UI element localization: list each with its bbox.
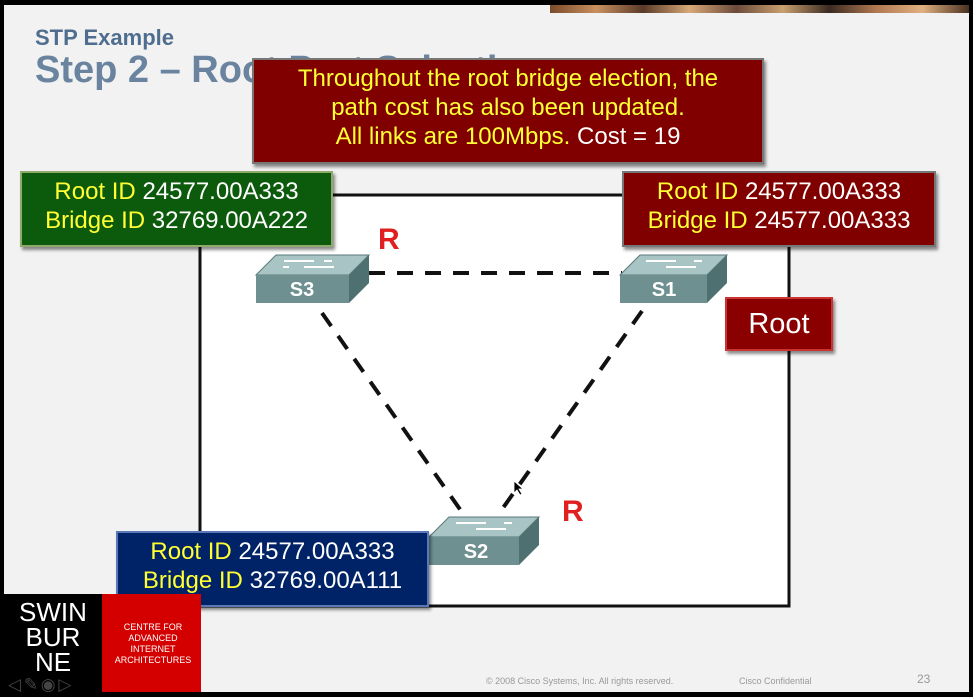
- switch-s2: S2: [427, 516, 541, 565]
- switch-s2-label: S2: [464, 541, 488, 563]
- root-port-marker-s3: R: [378, 223, 400, 256]
- switch-s1-label: S1: [652, 279, 676, 301]
- note-cost: Cost = 19: [577, 123, 681, 150]
- logo-caption: CENTRE FOR ADVANCED INTERNET ARCHITECTUR…: [114, 622, 192, 665]
- root-id-value: 24577.00A333: [238, 538, 395, 565]
- bridge-info-s2: Root ID 24577.00A333 Bridge ID 32769.00A…: [116, 531, 429, 607]
- root-id-value: 24577.00A333: [142, 178, 299, 205]
- bridge-info-s1: Root ID 24577.00A333 Bridge ID 24577.00A…: [622, 171, 936, 247]
- next-slide-icon[interactable]: ▷: [58, 675, 71, 692]
- slide-menu-icon[interactable]: ◉: [40, 675, 56, 692]
- link-s1-s2: [496, 309, 644, 517]
- root-id-label: Root ID: [656, 178, 739, 205]
- bridge-id-label: Bridge ID: [45, 207, 146, 234]
- mouse-cursor-icon: [513, 480, 525, 496]
- root-bridge-tag: Root: [725, 297, 833, 351]
- network-diagram: S3 S1 S2: [198, 193, 791, 608]
- switch-s3: S3: [254, 254, 371, 303]
- path-cost-note: Throughout the root bridge election, the…: [252, 58, 764, 164]
- root-port-marker-s2: R: [562, 495, 584, 528]
- bridge-id-label: Bridge ID: [647, 207, 748, 234]
- switch-s3-label: S3: [290, 279, 314, 301]
- footer-copyright: © 2008 Cisco Systems, Inc. All rights re…: [486, 676, 674, 686]
- header-photo-strip: [550, 5, 969, 13]
- switch-s1: S1: [618, 254, 729, 303]
- bridge-info-s3: Root ID 24577.00A333 Bridge ID 32769.00A…: [20, 171, 333, 247]
- bridge-id-label: Bridge ID: [142, 567, 243, 594]
- note-line-2: path cost has also been updated.: [331, 94, 685, 121]
- slide: STP Example Step 2 – Root Port Selection…: [4, 5, 969, 692]
- bridge-id-value: 32769.00A222: [151, 207, 308, 234]
- pen-icon[interactable]: ✎: [23, 675, 38, 692]
- swinburne-logo: SWIN BUR NE CENTRE FOR ADVANCED INTERNET…: [4, 594, 201, 692]
- bridge-id-value: 24577.00A333: [754, 207, 911, 234]
- root-id-value: 24577.00A333: [744, 178, 902, 205]
- footer-confidential: Cisco Confidential: [739, 676, 812, 686]
- bridge-id-value: 32769.00A111: [249, 567, 403, 594]
- logo-wordmark: SWIN BUR NE: [4, 594, 102, 692]
- link-s3-s2: [320, 311, 466, 517]
- note-line-3: All links are 100Mbps. Cost = 19: [335, 123, 681, 150]
- slide-navigation[interactable]: ◁ ✎ ◉ ▷: [8, 675, 71, 692]
- root-id-label: Root ID: [150, 538, 232, 565]
- root-id-label: Root ID: [54, 178, 136, 205]
- slide-subtitle: STP Example: [35, 25, 174, 50]
- note-line-1: Throughout the root bridge election, the: [297, 65, 719, 92]
- previous-slide-icon[interactable]: ◁: [8, 675, 21, 692]
- page-number: 23: [917, 672, 931, 686]
